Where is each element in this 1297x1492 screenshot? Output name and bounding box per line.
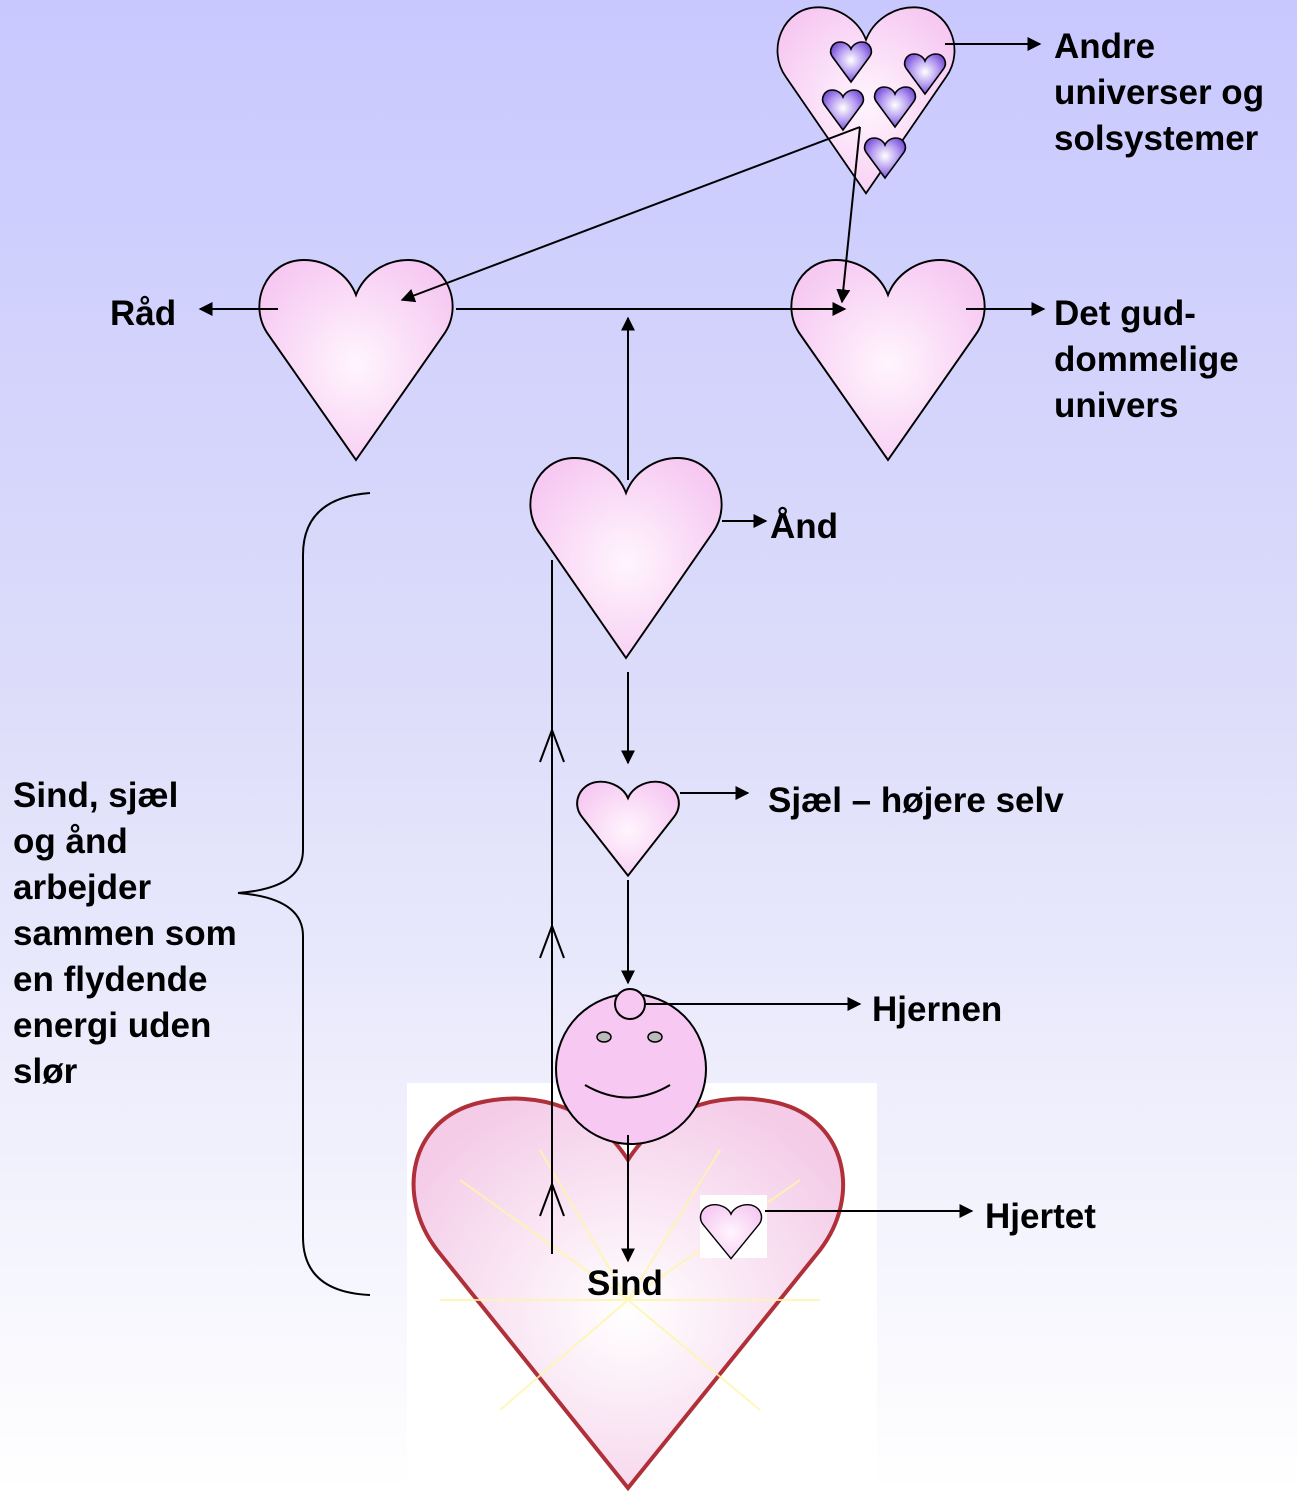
label-hjertet: Hjertet bbox=[985, 1197, 1096, 1236]
chevron-3 bbox=[539, 727, 565, 763]
top-heart-universes bbox=[776, 6, 956, 195]
arrow-top-to-gud bbox=[836, 126, 861, 304]
heart-raad bbox=[258, 259, 454, 461]
label-raad: Råd bbox=[110, 294, 177, 333]
curly-brace bbox=[237, 492, 371, 1296]
label-hjernen: Hjernen bbox=[872, 990, 1003, 1029]
bracket-description: Sind, sjæl og ånd arbejder sammen som en… bbox=[13, 776, 237, 1091]
heart-gud bbox=[790, 259, 986, 461]
arrow-top-to-raad bbox=[400, 126, 861, 303]
label-sjael: Sjæl – højere selv bbox=[768, 781, 1064, 820]
label-andre: Andre universer og solsystemer bbox=[1054, 27, 1265, 158]
label-gud: Det gud- dommelige univers bbox=[1054, 294, 1239, 425]
label-sind: Sind bbox=[587, 1264, 663, 1303]
chevron-1 bbox=[539, 1181, 565, 1217]
connectors bbox=[198, 37, 1046, 1296]
chevron-2 bbox=[539, 923, 565, 959]
label-aand: Ånd bbox=[770, 507, 839, 546]
brain-circle bbox=[614, 988, 646, 1020]
heart-aand bbox=[529, 457, 723, 659]
heart-sjael bbox=[576, 780, 680, 877]
head-face bbox=[555, 988, 707, 1145]
